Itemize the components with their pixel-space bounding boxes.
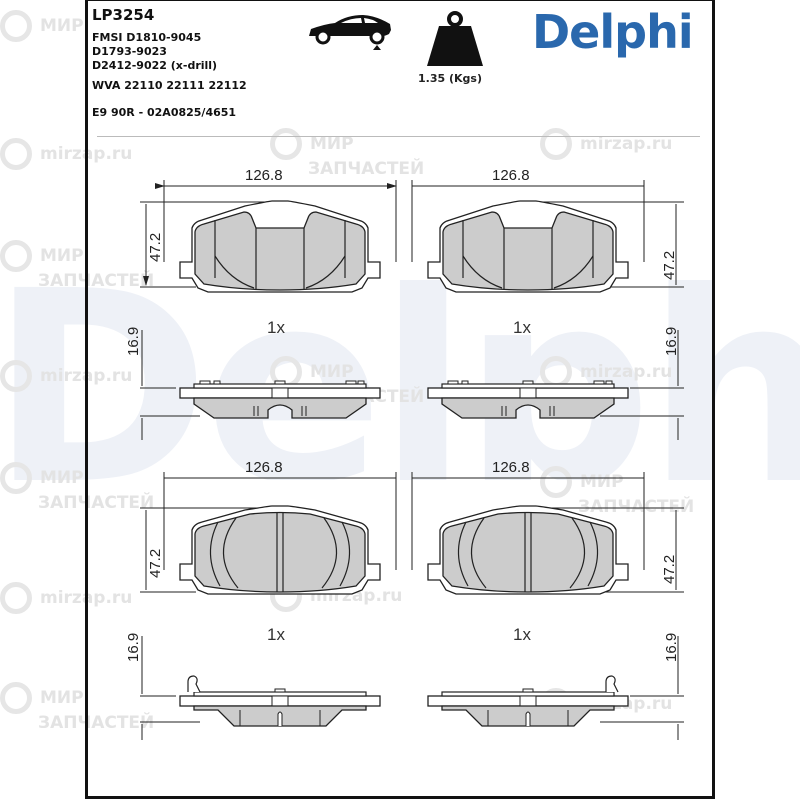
svg-text:1x: 1x (267, 318, 285, 337)
svg-text:1x: 1x (267, 625, 285, 644)
weight-icon (427, 11, 483, 66)
wear-indicator-clip (605, 675, 619, 693)
pad-front-view: 126.8 47.2 (140, 459, 397, 595)
pad-side-view: 1x 16.9 (427, 625, 684, 740)
svg-text:126.8: 126.8 (492, 459, 530, 476)
pad-front-view: 126.8 47.2 (140, 167, 397, 293)
svg-text:47.2: 47.2 (661, 555, 678, 584)
car-rear-axle-icon (309, 15, 391, 50)
svg-text:47.2: 47.2 (147, 549, 164, 578)
background-logo-text: Delphi (0, 280, 800, 480)
svg-text:1x: 1x (513, 625, 531, 644)
pad-side-view: 1x 16.9 (125, 625, 381, 740)
wear-indicator-clip (187, 675, 201, 693)
pad-front-view: 126.8 47.2 (411, 459, 684, 595)
svg-text:1x: 1x (513, 318, 531, 337)
part-number: LP3254 (92, 6, 155, 24)
wva-codes: WVA 22110 22111 22112 (92, 79, 247, 92)
svg-text:16.9: 16.9 (125, 327, 142, 356)
approval-code: E9 90R - 02A0825/4651 (92, 106, 237, 119)
brand-logo: Delphi (532, 5, 694, 59)
svg-text:47.2: 47.2 (147, 233, 164, 262)
svg-text:126.8: 126.8 (245, 167, 283, 184)
pad-side-view: 1x 16.9 (125, 318, 381, 440)
pad-side-view: 1x 16.9 (427, 318, 684, 440)
pad-front-view: 126.8 47.2 (411, 167, 684, 293)
background-brand-watermark: Delphi (0, 280, 800, 480)
weight-label: 1.35 (Kgs) (418, 72, 482, 85)
svg-text:16.9: 16.9 (663, 327, 680, 356)
svg-text:126.8: 126.8 (492, 167, 530, 184)
svg-text:47.2: 47.2 (661, 251, 678, 280)
svg-text:126.8: 126.8 (245, 459, 283, 476)
fmsi-code: FMSI D1810-9045 (92, 31, 202, 44)
svg-text:16.9: 16.9 (663, 633, 680, 662)
document-frame (85, 0, 715, 799)
header-divider (97, 136, 700, 137)
fmsi-code: D1793-9023 (92, 45, 167, 58)
svg-text:16.9: 16.9 (125, 633, 142, 662)
fmsi-code: D2412-9022 (x-drill) (92, 59, 218, 72)
